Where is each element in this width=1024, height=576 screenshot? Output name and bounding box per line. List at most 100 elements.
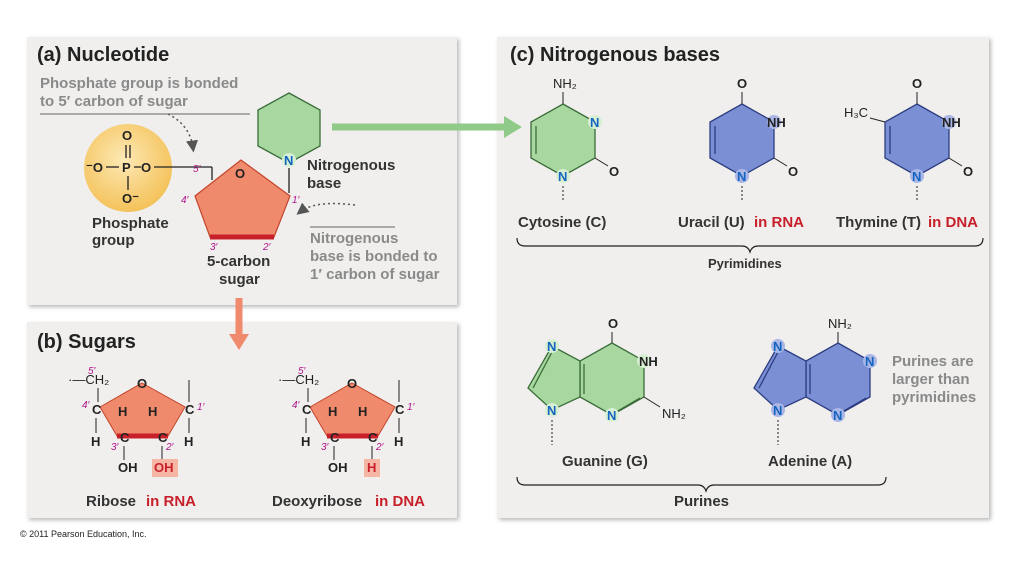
- svg-text:H₃C: H₃C: [844, 105, 868, 120]
- svg-text:H: H: [301, 434, 310, 449]
- ribose-2prime-oh: OH: [154, 460, 174, 475]
- svg-text:O: O: [788, 164, 798, 179]
- adenine-name: Adenine (A): [768, 453, 852, 470]
- guanine-structure: N NH N N O NH₂: [527, 316, 686, 445]
- svg-text:N: N: [865, 354, 874, 369]
- sugar-label-line1: 5-carbon: [207, 253, 270, 270]
- svg-text:O: O: [912, 76, 922, 91]
- svg-text:N: N: [607, 408, 616, 423]
- svg-text:C: C: [302, 402, 312, 417]
- sugar-label-line2: sugar: [219, 271, 260, 288]
- svg-text:·—CH₂: ·—CH₂: [278, 372, 319, 387]
- ribose-structure: O 5′ ·—CH₂ 4′ C H H C 1′ H H C 3′ C 2′ O…: [68, 366, 206, 477]
- svg-text:·—CH₂: ·—CH₂: [68, 372, 109, 387]
- svg-text:C: C: [185, 402, 195, 417]
- svg-text:NH: NH: [639, 354, 658, 369]
- purine-note-line2: larger than: [892, 371, 970, 388]
- phosphate-bond-note-line2: to 5′ carbon of sugar: [40, 93, 188, 110]
- svg-text:O: O: [737, 76, 747, 91]
- svg-text:NH₂: NH₂: [828, 316, 852, 331]
- svg-text:NH: NH: [942, 115, 961, 130]
- svg-text:H: H: [328, 404, 337, 419]
- svg-text:N: N: [773, 339, 782, 354]
- svg-text:N: N: [737, 169, 746, 184]
- svg-text:N: N: [547, 339, 556, 354]
- purines-label: Purines: [674, 493, 729, 510]
- purines-bracket: [516, 476, 887, 493]
- phosphate-label-line1: Phosphate: [92, 215, 169, 232]
- cytosine-name: Cytosine (C): [518, 214, 606, 231]
- base-label-line1: Nitrogenous: [307, 157, 395, 174]
- svg-text:OH: OH: [118, 460, 138, 475]
- svg-text:H: H: [118, 404, 127, 419]
- carbon-3-label: 3′: [210, 242, 219, 253]
- panel-a-title: (a) Nucleotide: [37, 44, 170, 66]
- svg-text:H: H: [91, 434, 100, 449]
- red-arrow-to-sugars: [229, 298, 249, 350]
- svg-text:4′: 4′: [82, 400, 91, 411]
- svg-text:NH₂: NH₂: [553, 76, 577, 91]
- svg-text:C: C: [92, 402, 102, 417]
- carbon-2-label: 2′: [262, 242, 272, 253]
- base-label-line2: base: [307, 175, 341, 192]
- svg-text:N: N: [284, 153, 293, 168]
- svg-text:5′: 5′: [298, 366, 307, 377]
- svg-text:2′: 2′: [165, 442, 175, 453]
- svg-text:O: O: [608, 316, 618, 331]
- carbon-5-label: 5′: [193, 164, 202, 175]
- svg-text:P: P: [122, 160, 131, 175]
- svg-text:C: C: [120, 430, 130, 445]
- purine-note-line3: pyrimidines: [892, 389, 976, 406]
- svg-text:O: O: [963, 164, 973, 179]
- ribose-suffix: in RNA: [146, 493, 196, 510]
- uracil-suffix: in RNA: [754, 214, 804, 231]
- svg-text:2′: 2′: [375, 442, 385, 453]
- svg-text:O: O: [235, 166, 245, 181]
- purine-note-line1: Purines are: [892, 353, 974, 370]
- copyright-notice: © 2011 Pearson Education, Inc.: [20, 529, 147, 539]
- svg-text:O: O: [609, 164, 619, 179]
- svg-text:OH: OH: [328, 460, 348, 475]
- base-bond-note-line2: base is bonded to: [310, 248, 438, 265]
- svg-text:C: C: [330, 430, 340, 445]
- cytosine-structure: N N NH₂ O: [530, 76, 619, 200]
- svg-text:NH₂: NH₂: [662, 406, 686, 421]
- thymine-name: Thymine (T): [836, 214, 921, 231]
- deoxyribose-structure: O 5′ ·—CH₂ 4′ C H H C 1′ H H C 3′ C 2′ O…: [278, 366, 416, 477]
- phosphate-label-line2: group: [92, 232, 135, 249]
- svg-text:4′: 4′: [292, 400, 301, 411]
- ribose-name: Ribose: [86, 493, 136, 510]
- deoxyribose-name: Deoxyribose: [272, 493, 362, 510]
- carbon-4-label: 4′: [181, 195, 190, 206]
- thymine-structure: NH N O H₃C O: [844, 76, 973, 200]
- nitrogenous-base-ring: N: [257, 92, 321, 193]
- base-bond-note-line1: Nitrogenous: [310, 230, 398, 247]
- adenine-structure: N N N N NH₂: [753, 316, 877, 445]
- carbon-1-label: 1′: [292, 195, 301, 206]
- sugar-pentagon: O: [194, 159, 291, 240]
- svg-text:O: O: [137, 376, 147, 391]
- green-arrow-to-bases: [332, 116, 522, 138]
- svg-text:C: C: [395, 402, 405, 417]
- svg-text:⁻O: ⁻O: [86, 160, 103, 175]
- phosphate-group: O P ⁻O O O⁻: [84, 124, 172, 212]
- phosphate-bond-note-line1: Phosphate group is bonded: [40, 75, 238, 92]
- uracil-name: Uracil (U): [678, 214, 745, 231]
- svg-text:O⁻: O⁻: [122, 191, 139, 206]
- pyrimidines-bracket: [516, 237, 984, 254]
- svg-text:O: O: [141, 160, 151, 175]
- svg-text:3′: 3′: [111, 442, 120, 453]
- guanine-name: Guanine (G): [562, 453, 648, 470]
- panel-b-title: (b) Sugars: [37, 331, 136, 353]
- svg-text:H: H: [358, 404, 367, 419]
- svg-text:H: H: [184, 434, 193, 449]
- panel-c-title: (c) Nitrogenous bases: [510, 44, 721, 66]
- deoxyribose-2prime-h: H: [367, 460, 376, 475]
- svg-text:O: O: [122, 128, 132, 143]
- svg-text:3′: 3′: [321, 442, 330, 453]
- svg-text:N: N: [547, 403, 556, 418]
- svg-text:O: O: [347, 376, 357, 391]
- svg-text:H: H: [394, 434, 403, 449]
- svg-text:NH: NH: [767, 115, 786, 130]
